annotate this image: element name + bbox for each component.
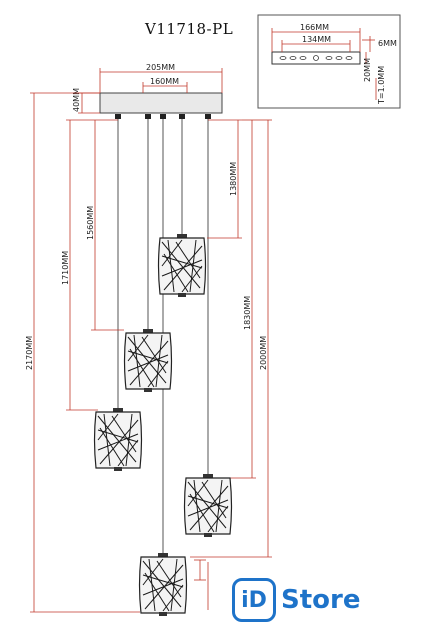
inset-plate — [271, 51, 361, 65]
inset-frame — [257, 14, 401, 109]
lamp-shade — [183, 474, 233, 537]
shade-crystal-pattern — [127, 334, 169, 388]
shade-crystal-pattern — [142, 558, 184, 612]
shade-crystal-pattern — [161, 239, 203, 293]
shade-bottom-hub — [114, 467, 122, 471]
lamp-shade — [138, 553, 188, 616]
inset-width-inner: 134MM — [302, 35, 331, 44]
shade-bottom-hub — [144, 388, 152, 392]
dim-1710: 1710MM — [61, 251, 70, 285]
dim-1830: 1830MM — [243, 296, 252, 330]
dim-2000: 2000MM — [259, 336, 268, 370]
canopy-width-inner: 160MM — [150, 77, 179, 86]
inset-depth: 6MM — [378, 39, 397, 48]
drop-dimension-lines — [30, 92, 272, 613]
shade-cap — [158, 553, 168, 558]
lamp-shade — [157, 234, 207, 297]
inset-thickness: T=1.0MM — [377, 66, 386, 105]
idstore-logo: iD Store — [232, 578, 360, 622]
shade-cap — [203, 474, 213, 479]
lamp-shade — [123, 329, 173, 392]
logo-badge: iD — [232, 578, 276, 622]
lamp-shade — [93, 408, 143, 471]
dim-1560: 1560MM — [86, 206, 95, 240]
shade-cap — [143, 329, 153, 334]
shade-bottom-hub — [178, 293, 186, 297]
canopy-width-outer: 205MM — [146, 63, 175, 72]
canopy — [99, 92, 223, 114]
shade-crystal-pattern — [187, 479, 229, 533]
shade-cap — [113, 408, 123, 413]
dim-1380: 1380MM — [229, 162, 238, 196]
shade-bottom-hub — [159, 612, 167, 616]
shade-crystal-pattern — [97, 413, 139, 467]
shades — [93, 234, 233, 616]
inset-height: 20MM — [363, 58, 372, 82]
logo-text: Store — [281, 585, 361, 615]
inset-holes — [279, 55, 353, 61]
cord-caps — [115, 114, 211, 119]
drawing-title: V11718-PL — [145, 20, 234, 38]
shade-cap — [177, 234, 187, 239]
dim-2170: 2170MM — [25, 336, 34, 370]
inset-dimension-lines — [271, 28, 377, 100]
canopy-height: 40MM — [72, 88, 81, 112]
shade-bottom-hub — [204, 533, 212, 537]
inset-width-outer: 166MM — [300, 23, 329, 32]
